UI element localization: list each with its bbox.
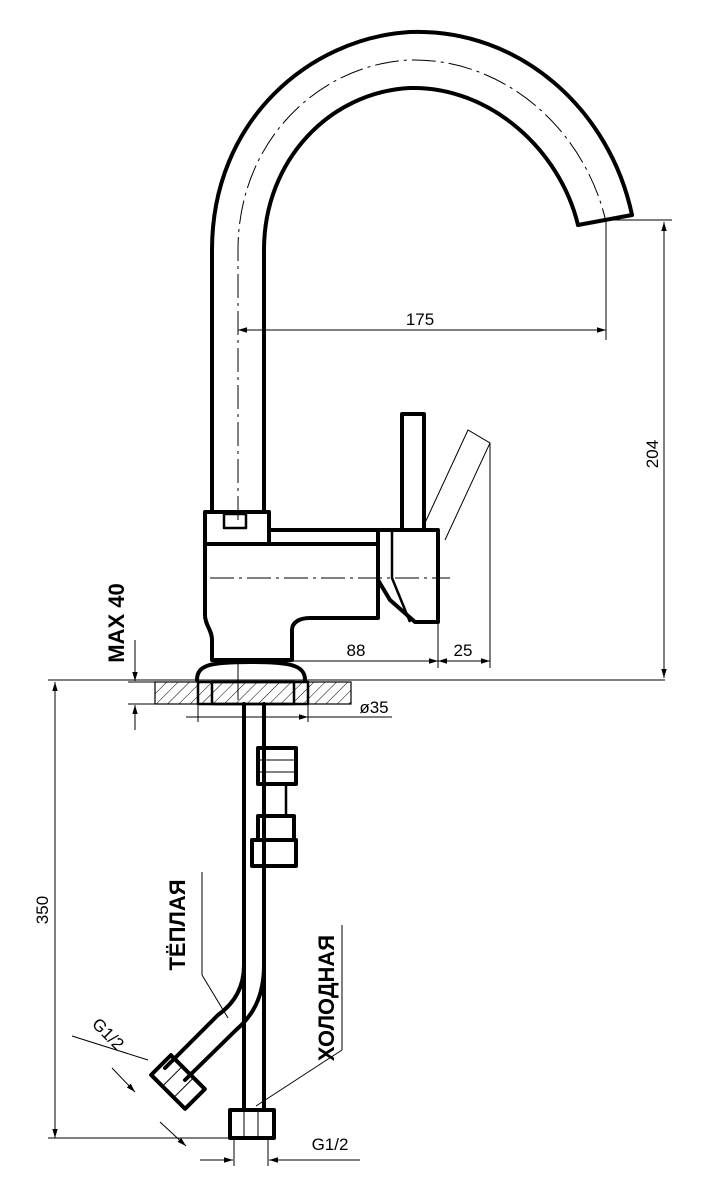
supply-hoses — [149, 702, 298, 1140]
faucet-body — [195, 412, 491, 700]
dim-hole-diameter: ø35 — [359, 698, 388, 717]
label-warm: ТЁПЛАЯ — [165, 879, 190, 970]
spout — [210, 29, 634, 520]
dim-max-thickness: MAX 40 — [104, 583, 129, 662]
label-cold: ХОЛОДНАЯ — [314, 935, 339, 1061]
dim-hose-length: 350 — [33, 896, 52, 924]
countertop — [48, 679, 665, 718]
dim-thread-cold: G1/2 — [312, 1135, 349, 1154]
dim-thread-warm: G1/2 — [88, 1014, 127, 1053]
dim-reach: 175 — [406, 310, 434, 329]
dimension-lines — [48, 219, 672, 1166]
dim-handle-offset: 88 — [347, 641, 366, 660]
dim-height: 204 — [643, 440, 662, 468]
dim-handle-gap: 25 — [454, 641, 473, 660]
